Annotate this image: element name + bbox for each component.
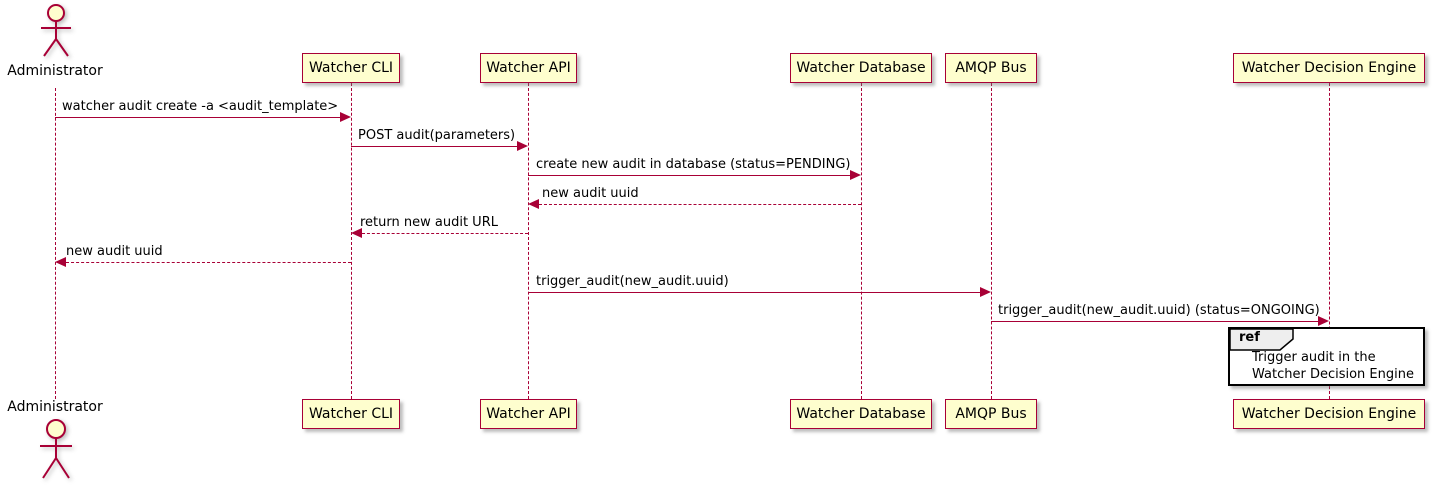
arrowhead-icon xyxy=(980,287,991,297)
participant-box-watcher-cli: Watcher CLI xyxy=(302,399,400,429)
participant-box-watcher-api: Watcher API xyxy=(480,53,577,83)
message-line xyxy=(991,321,1321,322)
ref-keyword: ref xyxy=(1239,330,1260,345)
arrowhead-icon xyxy=(351,228,362,238)
ref-text-line: Trigger audit in the xyxy=(1252,350,1376,365)
ref-text-line: Watcher Decision Engine xyxy=(1252,367,1414,382)
lifeline-watcher-api xyxy=(528,83,529,399)
lifeline-watcher-database xyxy=(861,83,862,399)
participant-label: Watcher CLI xyxy=(308,60,394,76)
message-label: new audit uuid xyxy=(66,244,163,259)
lifeline-watcher-decision-engine xyxy=(1329,83,1330,399)
participant-box-watcher-decision-engine: Watcher Decision Engine xyxy=(1233,399,1425,429)
lifeline-administrator xyxy=(55,88,56,399)
actor-label: Administrator xyxy=(7,399,103,415)
message-label: watcher audit create -a <audit_template> xyxy=(62,99,339,114)
arrowhead-icon xyxy=(55,257,66,267)
participant-label: Watcher API xyxy=(486,60,571,76)
participant-box-watcher-database: Watcher Database xyxy=(790,53,932,83)
message-line xyxy=(539,204,861,205)
participant-label: AMQP Bus xyxy=(955,60,1027,76)
message-line xyxy=(528,175,853,176)
lifeline-amqp-bus xyxy=(991,83,992,399)
arrowhead-icon xyxy=(1318,316,1329,326)
message-label: return new audit URL xyxy=(360,215,498,230)
participant-label: AMQP Bus xyxy=(955,406,1027,422)
message-label: new audit uuid xyxy=(542,186,639,201)
participant-box-watcher-api: Watcher API xyxy=(480,399,577,429)
actor-label: Administrator xyxy=(7,63,103,79)
participant-label: Watcher Database xyxy=(796,60,926,76)
arrowhead-icon xyxy=(340,112,351,122)
participant-box-watcher-decision-engine: Watcher Decision Engine xyxy=(1233,53,1425,83)
actor-icon xyxy=(41,4,71,57)
message-line xyxy=(55,117,343,118)
participant-box-watcher-cli: Watcher CLI xyxy=(302,53,400,83)
message-label: trigger_audit(new_audit.uuid) (status=ON… xyxy=(998,303,1320,318)
arrowhead-icon xyxy=(850,170,861,180)
participant-label: Watcher API xyxy=(486,406,571,422)
actor-icon xyxy=(40,419,72,479)
arrowhead-icon xyxy=(517,141,528,151)
message-label: create new audit in database (status=PEN… xyxy=(536,157,851,172)
ref-fragment: ref Trigger audit in the Watcher Decisio… xyxy=(1228,327,1425,386)
message-line xyxy=(362,233,528,234)
message-line xyxy=(528,292,983,293)
participant-box-amqp-bus: AMQP Bus xyxy=(945,399,1037,429)
message-label: POST audit(parameters) xyxy=(358,128,516,143)
participant-label: Watcher Database xyxy=(796,406,926,422)
lifeline-watcher-cli xyxy=(351,83,352,399)
participant-box-watcher-database: Watcher Database xyxy=(790,399,932,429)
participant-box-amqp-bus: AMQP Bus xyxy=(945,53,1037,83)
arrowhead-icon xyxy=(528,199,539,209)
participant-label: Watcher Decision Engine xyxy=(1241,60,1417,76)
participant-label: Watcher Decision Engine xyxy=(1241,406,1417,422)
message-line xyxy=(351,146,520,147)
ref-text: Trigger audit in the Watcher Decision En… xyxy=(1252,349,1414,383)
message-label: trigger_audit(new_audit.uuid) xyxy=(536,274,729,289)
ref-header-pentagon-icon xyxy=(1229,328,1294,351)
message-line xyxy=(66,262,351,263)
participant-label: Watcher CLI xyxy=(308,406,394,422)
